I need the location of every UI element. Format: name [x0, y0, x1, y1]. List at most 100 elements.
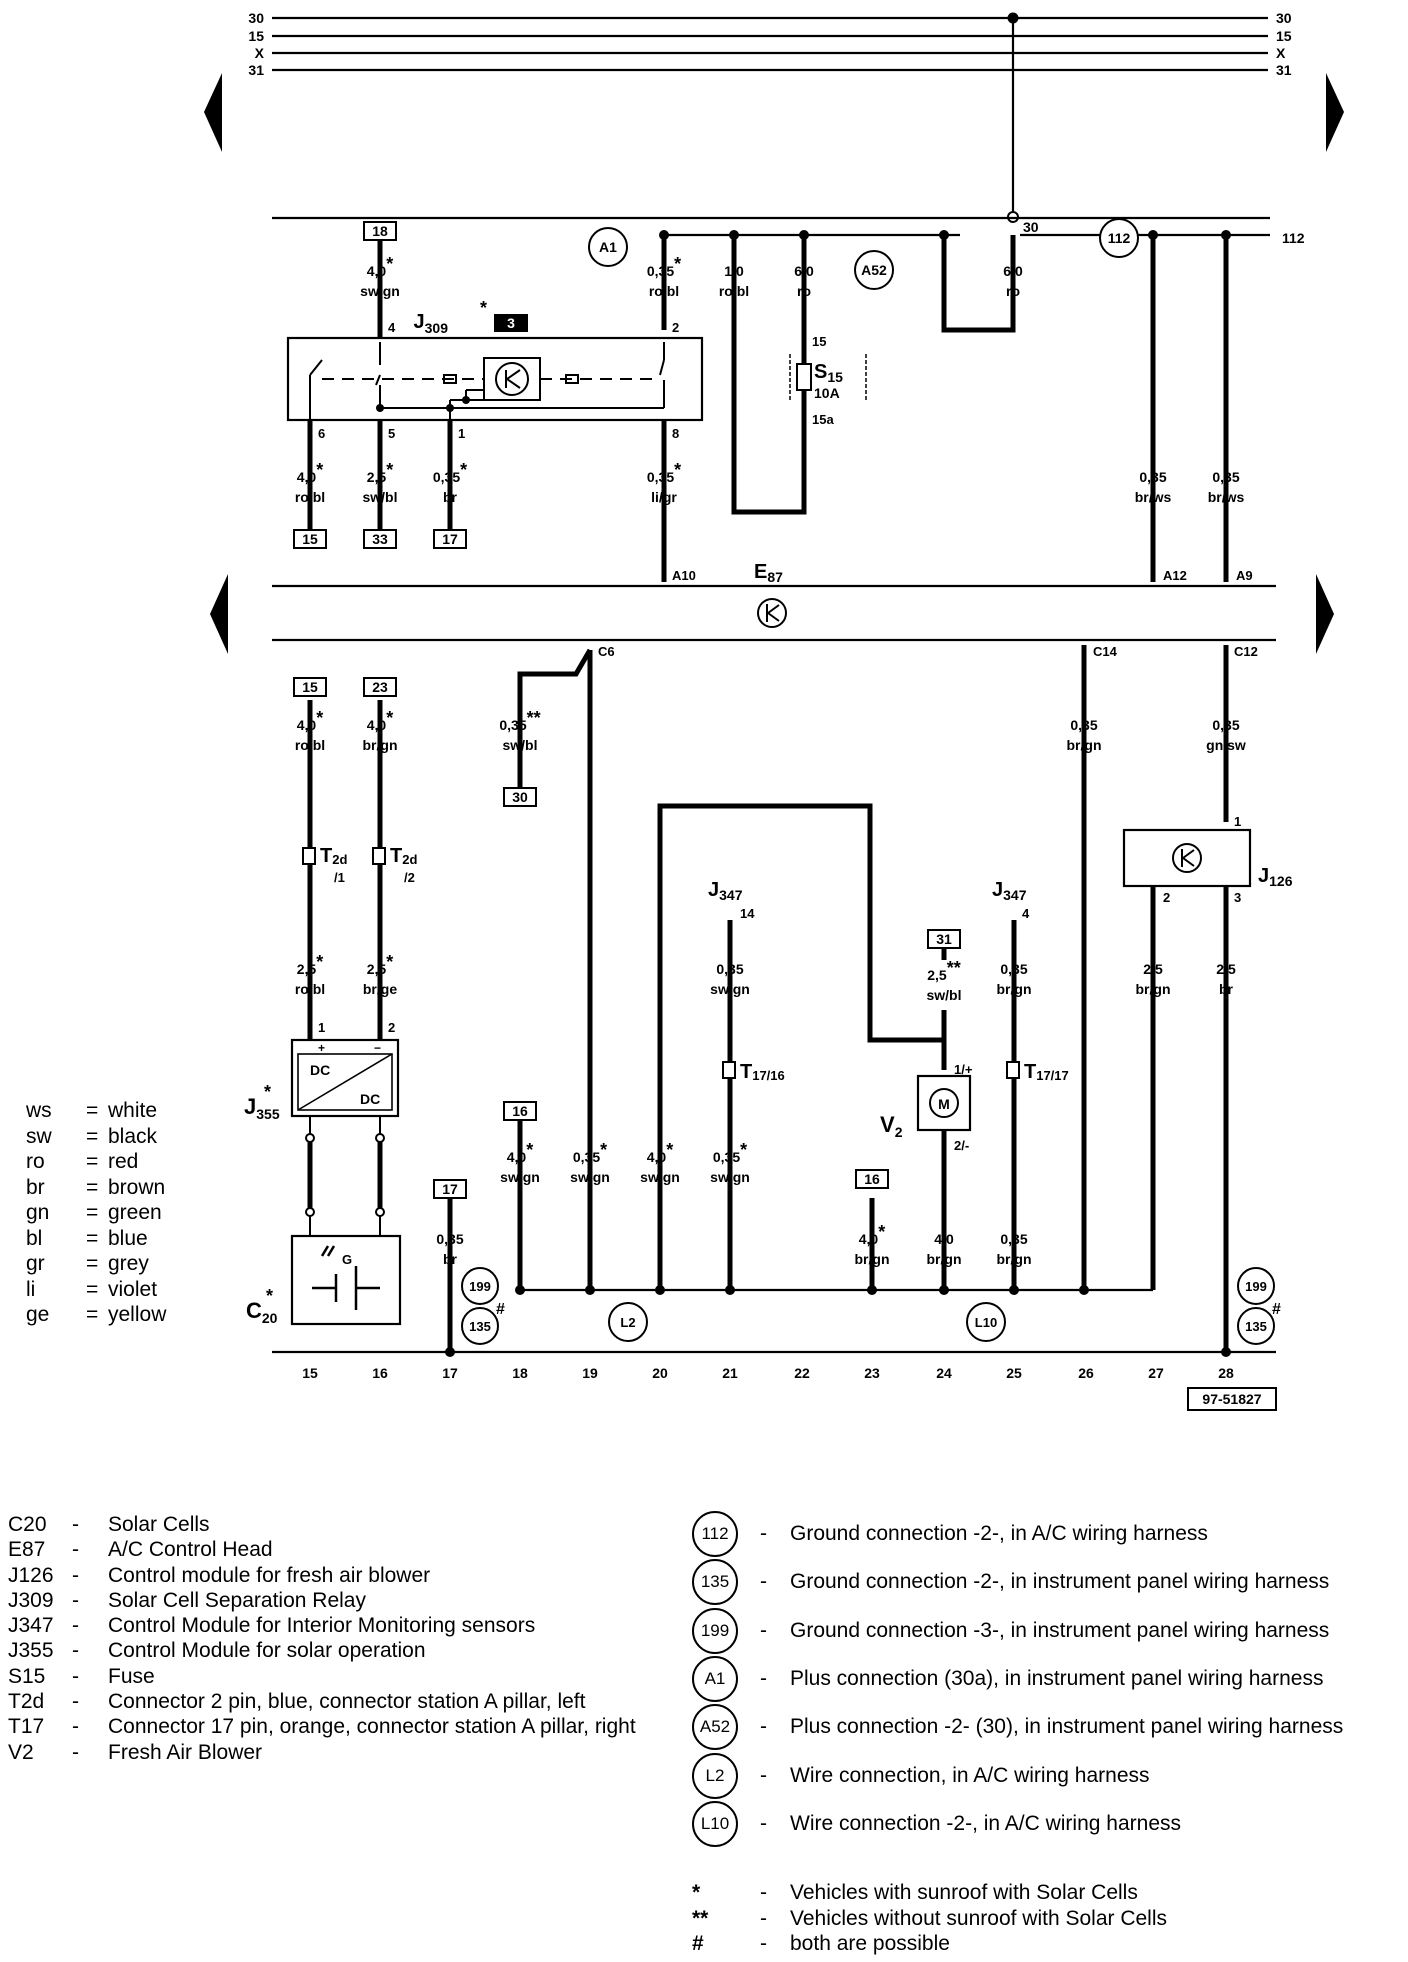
svg-text:2,5: 2,5 [1216, 961, 1236, 977]
svg-text:br/gn: br/gn [855, 1251, 890, 1267]
connection-symbol-icon: L2 [692, 1752, 738, 1799]
svg-text:4: 4 [1022, 906, 1030, 921]
e87-label: E87 [754, 561, 783, 585]
svg-text:br/ws: br/ws [1208, 489, 1245, 505]
svg-text:2: 2 [672, 320, 679, 335]
connector-t2d-label: T2d [320, 845, 347, 867]
legend-item: 112-Ground connection -2-, in A/C wiring… [692, 1510, 1343, 1558]
svg-text:15: 15 [302, 679, 318, 695]
svg-text:br/gn: br/gn [1067, 737, 1102, 753]
svg-text:17: 17 [442, 531, 458, 547]
j347-label: J347 [708, 879, 743, 903]
svg-text:A10: A10 [672, 568, 696, 583]
legend-item: S15-Fuse [8, 1664, 155, 1688]
connector-t2d-label: T2d [390, 845, 417, 867]
column-number: 24 [936, 1365, 952, 1381]
bus-label-right: X [1276, 45, 1286, 61]
svg-text:A12: A12 [1163, 568, 1187, 583]
wire-ref-box: 18 [372, 223, 388, 239]
c20-label: C20 [246, 1298, 278, 1326]
bus-label-left: 30 [248, 10, 264, 26]
svg-text:ro: ro [1006, 283, 1020, 299]
svg-text:/1: /1 [334, 870, 345, 885]
svg-text:*: * [266, 1286, 273, 1306]
svg-text:sw/gn: sw/gn [500, 1169, 540, 1185]
svg-text:DC: DC [310, 1062, 330, 1078]
svg-text:14: 14 [740, 906, 755, 921]
svg-text:1: 1 [458, 426, 465, 441]
svg-text:0,35: 0,35 [1212, 469, 1239, 485]
column-number: 20 [652, 1365, 668, 1381]
svg-text:135: 135 [469, 1319, 491, 1334]
connection-symbol-icon: A1 [692, 1656, 738, 1703]
svg-text:5: 5 [388, 426, 395, 441]
svg-text:0,35: 0,35 [1212, 717, 1239, 733]
bus-tap-label: 30 [1023, 219, 1039, 235]
svg-text:br/gn: br/gn [997, 981, 1032, 997]
svg-text:16: 16 [864, 1171, 880, 1187]
connection-label-A1: A1 [599, 239, 617, 255]
connector-t17-label: T17/17 [1024, 1061, 1069, 1083]
connection-legend: 112-Ground connection -2-, in A/C wiring… [692, 1510, 1343, 1848]
legend-item: L2-Wire connection, in A/C wiring harnes… [692, 1751, 1343, 1799]
j355-label: J355 [244, 1094, 280, 1122]
bus-label-left: 31 [248, 62, 264, 78]
legend-item: J309-Solar Cell Separation Relay [8, 1588, 366, 1612]
column-number: 26 [1078, 1365, 1094, 1381]
column-number: 17 [442, 1365, 458, 1381]
svg-text:ro/bl: ro/bl [649, 283, 679, 299]
svg-text:li/gr: li/gr [651, 489, 677, 505]
svg-text:17: 17 [442, 1181, 458, 1197]
bus-label-right: 31 [1276, 62, 1292, 78]
next-page-arrow-icon[interactable] [1326, 73, 1344, 152]
svg-text:br/gn: br/gn [927, 1251, 962, 1267]
svg-text:0,35: 0,35 [1000, 1231, 1027, 1247]
column-number: 15 [302, 1365, 318, 1381]
prev-page-arrow-icon[interactable] [210, 574, 228, 654]
svg-text:4,0*: 4,0* [367, 254, 393, 279]
svg-text:sw/gn: sw/gn [710, 1169, 750, 1185]
blower-motor-v2 [916, 1074, 972, 1132]
next-page-arrow-icon[interactable] [1316, 574, 1334, 654]
svg-text:sw/bl: sw/bl [926, 987, 961, 1003]
color-key: ws=white sw=black ro=red br=brown gn=gre… [26, 1099, 167, 1326]
svg-text:1: 1 [318, 1020, 325, 1035]
legend-item: V2-Fresh Air Blower [8, 1740, 263, 1764]
column-number: 23 [864, 1365, 880, 1381]
bus-label-left: 15 [248, 28, 264, 44]
svg-text:L2: L2 [620, 1315, 635, 1330]
connection-symbol-icon: 112 [692, 1511, 738, 1558]
svg-text:2,5**: 2,5** [927, 958, 960, 983]
svg-text:+: + [318, 1041, 325, 1055]
fuse-s15: S15 10A 15 15a [789, 334, 867, 427]
svg-text:4,0*: 4,0* [507, 1140, 533, 1165]
svg-text:15: 15 [302, 531, 318, 547]
svg-text:br/gn: br/gn [363, 737, 398, 753]
svg-text:0,35: 0,35 [716, 961, 743, 977]
svg-text:6,0: 6,0 [1003, 263, 1023, 279]
svg-text:sw/gn: sw/gn [360, 283, 400, 299]
svg-text:2,5*: 2,5* [367, 460, 393, 485]
column-number: 19 [582, 1365, 598, 1381]
svg-text:/2: /2 [404, 870, 415, 885]
v2-label: V2 [880, 1112, 903, 1140]
svg-text:A9: A9 [1236, 568, 1253, 583]
svg-text:br/ws: br/ws [1135, 489, 1172, 505]
svg-text:3: 3 [1234, 890, 1241, 905]
svg-text:2,5*: 2,5* [297, 952, 323, 977]
svg-text:33: 33 [372, 531, 388, 547]
diagram-reference-code: 97-51827 [1202, 1391, 1261, 1407]
legend-item: J355-Control Module for solar operation [8, 1639, 426, 1663]
prev-page-arrow-icon[interactable] [204, 73, 222, 152]
svg-text:0,35: 0,35 [436, 1231, 463, 1247]
svg-text:0,35: 0,35 [1070, 717, 1097, 733]
svg-text:1/+: 1/+ [954, 1062, 973, 1077]
svg-text:C6: C6 [598, 644, 615, 659]
svg-text:4,0*: 4,0* [297, 460, 323, 485]
svg-text:M: M [938, 1096, 950, 1112]
connector-t17-label: T17/16 [740, 1061, 785, 1083]
svg-text:ro/bl: ro/bl [295, 981, 325, 997]
svg-text:199: 199 [469, 1279, 491, 1294]
svg-text:1,0: 1,0 [724, 263, 744, 279]
line-112-label: 112 [1282, 230, 1305, 246]
